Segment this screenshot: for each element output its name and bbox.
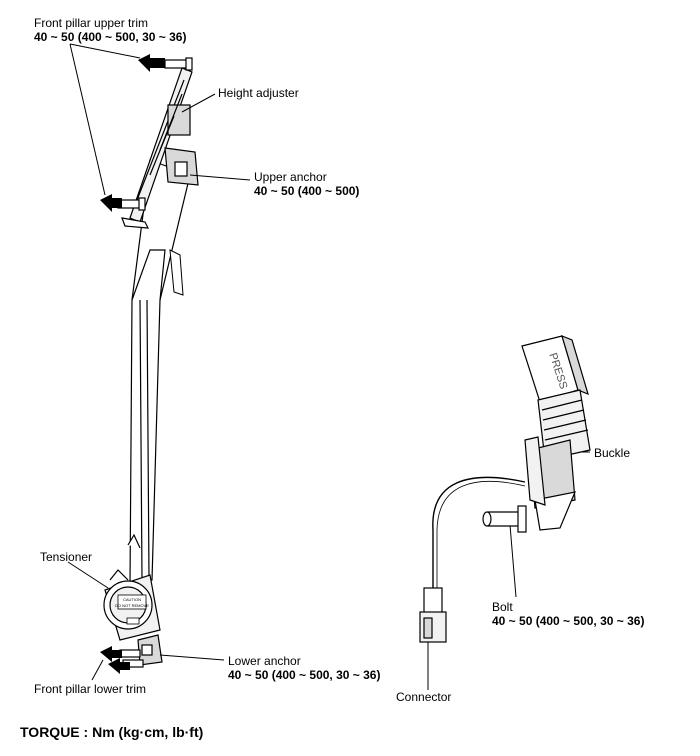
connector-body — [419, 587, 447, 643]
label-connector: Connector — [396, 690, 451, 704]
height-adjuster-rail — [129, 67, 193, 223]
lower-anchor-name: Lower anchor — [228, 654, 301, 668]
torque-units-footer: TORQUE : Nm (kg·cm, lb·ft) — [20, 724, 204, 740]
upper-anchor-name: Upper anchor — [254, 170, 327, 184]
tensioner-name: Tensioner — [40, 550, 93, 564]
callout-arrows — [100, 54, 165, 674]
lower-anchor-torque: 40 ~ 50 (400 ~ 500, 30 ~ 36) — [228, 668, 381, 682]
front-pillar-upper-trim-name: Front pillar upper trim — [34, 16, 149, 30]
connector-name: Connector — [396, 690, 452, 704]
buckle-name: Buckle — [594, 446, 631, 460]
buckle-bolt — [482, 505, 527, 533]
buckle-assembly — [521, 334, 591, 531]
label-tensioner: Tensioner — [40, 550, 92, 564]
upper-anchor-torque: 40 ~ 50 (400 ~ 500) — [254, 184, 360, 198]
tensioner-caution-text-2: DO NOT REMOVE — [115, 603, 149, 608]
connector-wire — [432, 476, 526, 590]
label-front-pillar-lower-trim: Front pillar lower trim — [34, 682, 146, 696]
tensioner-caution-text-1: CAUTION — [123, 597, 141, 602]
height-adjuster-name: Height adjuster — [218, 86, 299, 100]
connector-wire-inner — [436, 480, 526, 590]
label-lower-anchor: Lower anchor 40 ~ 50 (400 ~ 500, 30 ~ 36… — [228, 654, 380, 682]
bolt-torque: 40 ~ 50 (400 ~ 500, 30 ~ 36) — [492, 614, 645, 628]
leader-lines — [67, 43, 590, 690]
label-buckle: Buckle — [594, 446, 630, 460]
label-height-adjuster: Height adjuster — [218, 86, 299, 100]
label-upper-anchor: Upper anchor 40 ~ 50 (400 ~ 500) — [254, 170, 359, 198]
bolt-name: Bolt — [492, 600, 513, 614]
tensioner-unit — [103, 533, 161, 641]
upper-bolt-lower — [117, 197, 150, 229]
front-pillar-upper-trim-torque: 40 ~ 50 (400 ~ 500, 30 ~ 36) — [34, 30, 187, 44]
upper-anchor-block — [164, 147, 199, 186]
lower-anchor-bracket — [137, 634, 163, 666]
label-bolt: Bolt 40 ~ 50 (400 ~ 500, 30 ~ 36) — [492, 600, 644, 628]
front-pillar-lower-trim-name: Front pillar lower trim — [34, 682, 147, 696]
belt-tab — [169, 249, 184, 296]
label-front-pillar-upper-trim: Front pillar upper trim 40 ~ 50 (400 ~ 5… — [34, 16, 186, 44]
upper-bolt-top — [164, 57, 193, 71]
